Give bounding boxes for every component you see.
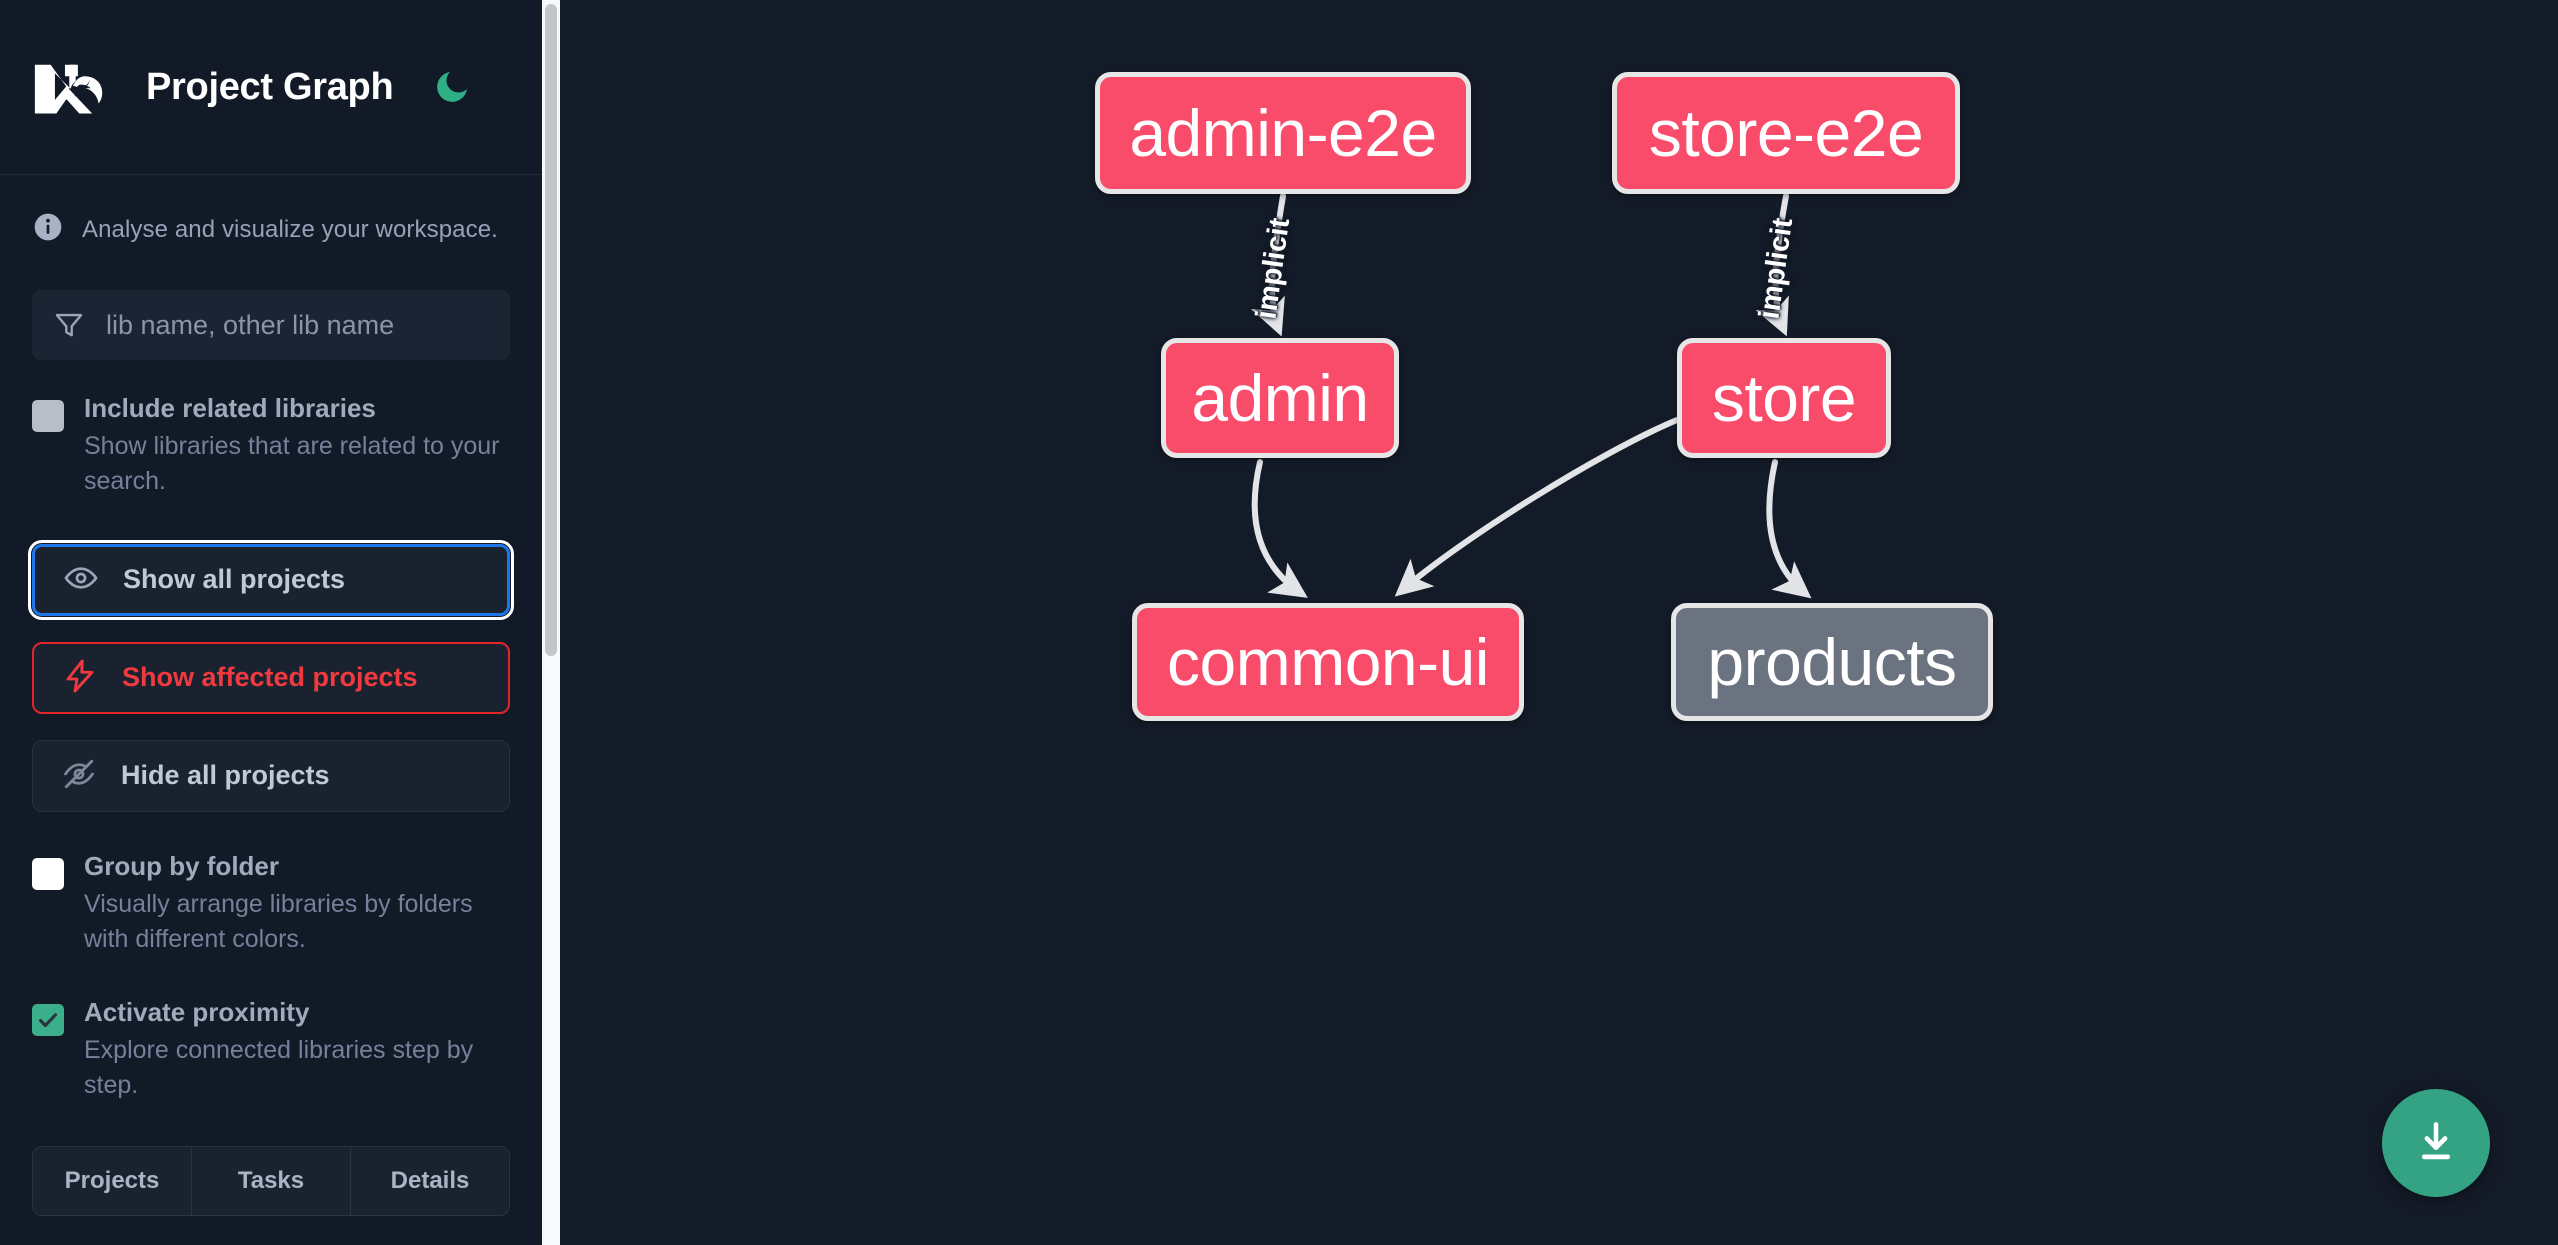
option-description: Explore connected libraries step by step… (84, 1035, 474, 1100)
option-text-group: Group by folder Visually arrange librari… (84, 850, 510, 958)
node-label: store-e2e (1648, 96, 1924, 170)
sidebar-scrollbar-thumb[interactable] (545, 4, 557, 656)
graph-node-store-e2e[interactable]: store-e2e (1612, 72, 1960, 194)
graph-node-common-ui[interactable]: common-ui (1132, 603, 1524, 721)
sidebar-body: Include related libraries Show libraries… (0, 290, 542, 1216)
search-input[interactable] (106, 290, 510, 360)
download-button[interactable] (2382, 1089, 2490, 1197)
show-affected-projects-label: Show affected projects (122, 662, 418, 693)
graph-node-store[interactable]: store (1677, 338, 1891, 458)
workspace-info: Analyse and visualize your workspace. (0, 175, 542, 248)
download-icon (2421, 1122, 2451, 1160)
node-label: products (1707, 625, 1957, 699)
node-label: admin (1191, 361, 1369, 435)
node-label: store (1711, 361, 1857, 435)
edge-admin-e2e-to-admin (1251, 193, 1286, 337)
option-label: Activate proximity (84, 996, 310, 1027)
checkbox-include-related-libraries[interactable] (32, 400, 64, 432)
checkbox-group-by-folder[interactable] (32, 857, 64, 890)
edge-store-to-products (1766, 459, 1812, 599)
edge-store-to-common-ui (1394, 417, 1680, 597)
option-group-by-folder[interactable]: Group by folder Visually arrange librari… (32, 850, 510, 958)
graph-canvas[interactable]: implicit implicit admin-e2e store-e2e ad… (560, 0, 2558, 1245)
sidebar-header: Project Graph (0, 0, 542, 175)
workspace-info-text: Analyse and visualize your workspace. (82, 215, 498, 243)
eye-off-icon (61, 756, 97, 795)
segment-details[interactable]: Details (351, 1146, 509, 1215)
node-label: common-ui (1167, 625, 1489, 699)
lightning-icon (62, 658, 98, 697)
show-all-projects-button[interactable]: Show all projects (28, 539, 514, 620)
segment-projects[interactable]: Projects (33, 1146, 192, 1215)
nx-logo-icon (32, 57, 118, 117)
checkbox-activate-proximity[interactable] (32, 1003, 64, 1036)
graph-node-products[interactable]: products (1671, 603, 1993, 721)
option-activate-proximity[interactable]: Activate proximity Explore connected lib… (32, 996, 510, 1104)
option-label: Include related libraries (84, 393, 376, 423)
option-text-group: Include related libraries Show libraries… (84, 393, 510, 500)
info-icon (32, 211, 64, 248)
page-title: Project Graph (146, 65, 394, 108)
project-action-buttons: Show all projects Show affected projects (28, 539, 514, 812)
sidebar-scroll-area: Project Graph Analyse and visualize yo (0, 0, 560, 1245)
segmented-control[interactable]: Projects Tasks Details (32, 1145, 510, 1216)
sidebar-scrollbar[interactable] (542, 0, 560, 1245)
option-text-group: Activate proximity Explore connected lib… (84, 996, 510, 1104)
filter-box[interactable] (32, 290, 510, 360)
filter-funnel-icon (32, 290, 106, 360)
show-affected-projects-button[interactable]: Show affected projects (32, 641, 510, 714)
hide-all-projects-label: Hide all projects (121, 760, 330, 791)
graph-node-admin-e2e[interactable]: admin-e2e (1095, 72, 1471, 194)
edge-admin-to-common-ui (1251, 459, 1308, 598)
graph-edges (1251, 193, 1812, 599)
moon-icon[interactable] (429, 64, 475, 110)
segment-tasks[interactable]: Tasks (192, 1146, 351, 1215)
node-label: admin-e2e (1129, 96, 1437, 170)
graph-node-admin[interactable]: admin (1161, 338, 1399, 458)
hide-all-projects-button[interactable]: Hide all projects (32, 739, 510, 812)
edge-store-e2e-to-store (1755, 193, 1789, 337)
option-description: Show libraries that are related to your … (84, 431, 500, 496)
option-description: Visually arrange libraries by folders wi… (84, 889, 473, 954)
sidebar: Project Graph Analyse and visualize yo (0, 0, 560, 1245)
show-all-projects-label: Show all projects (123, 564, 346, 595)
option-label: Group by folder (84, 850, 279, 881)
option-include-related-libraries[interactable]: Include related libraries Show libraries… (32, 393, 510, 500)
eye-icon (63, 560, 99, 599)
